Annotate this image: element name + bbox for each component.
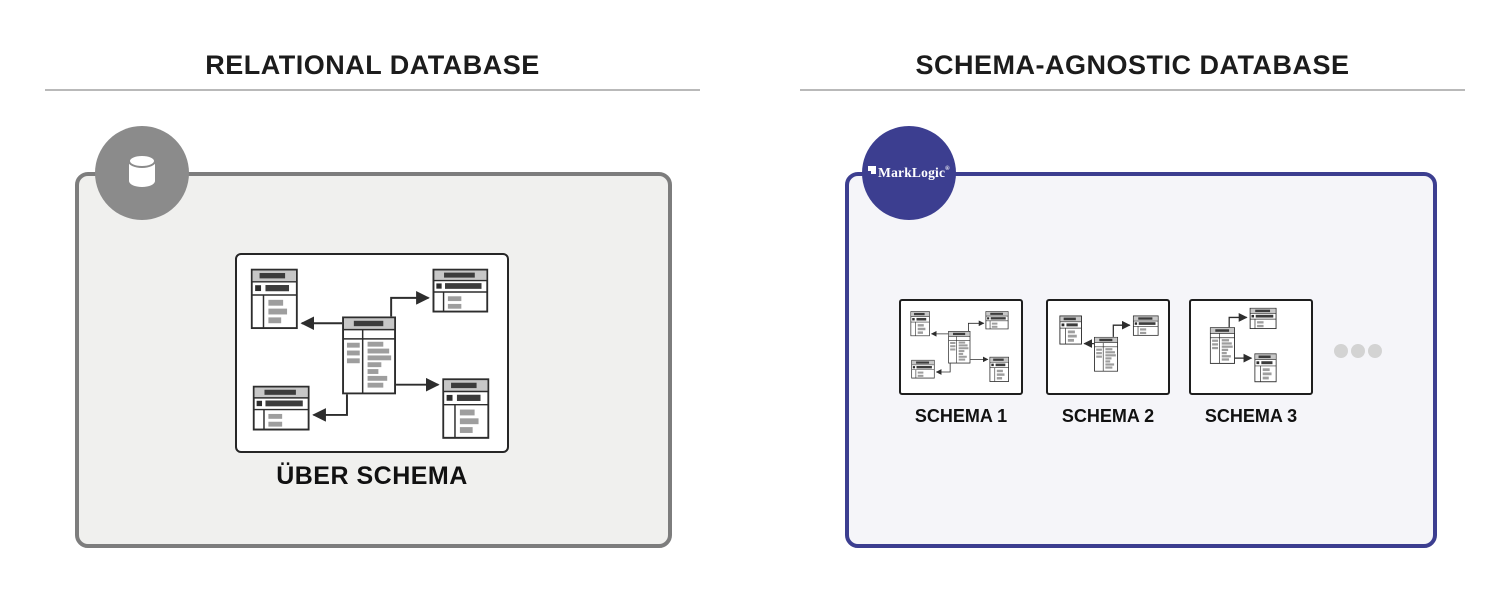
ellipsis-dot: [1334, 344, 1348, 358]
right-title-underline: [800, 89, 1465, 91]
ellipsis-dot: [1351, 344, 1365, 358]
database-badge: [95, 126, 189, 220]
left-title-underline: [45, 89, 700, 91]
schema-3-card: [1189, 299, 1313, 395]
marklogic-badge: MarkLogic®: [862, 126, 956, 220]
uber-schema-diagram: [235, 253, 509, 453]
schema-1-label: SCHEMA 1: [914, 406, 1008, 426]
database-cylinder-icon: [116, 145, 168, 202]
schema-2-er-diagram: [1047, 300, 1168, 393]
ellipsis-dot: [1368, 344, 1382, 358]
uber-schema-er-diagram: [236, 254, 508, 451]
schema-3-er-diagram: [1190, 300, 1311, 393]
schema-1-er-diagram: [900, 300, 1021, 393]
schema-3-label: SCHEMA 3: [1204, 406, 1298, 426]
marklogic-logo: MarkLogic®: [868, 165, 950, 181]
marklogic-logo-text: MarkLogic: [878, 165, 946, 180]
schema-2-label: SCHEMA 2: [1061, 406, 1155, 426]
schema-1-card: [899, 299, 1023, 395]
relational-database-title: RELATIONAL DATABASE: [205, 50, 540, 80]
more-schemas-ellipsis-icon: [1334, 344, 1382, 358]
marklogic-square-icon: [868, 166, 877, 174]
schema-2-card: [1046, 299, 1170, 395]
schema-agnostic-database-title: SCHEMA-AGNOSTIC DATABASE: [915, 50, 1350, 80]
uber-schema-label: ÜBER SCHEMA: [276, 462, 468, 490]
registered-trademark: ®: [945, 166, 950, 172]
